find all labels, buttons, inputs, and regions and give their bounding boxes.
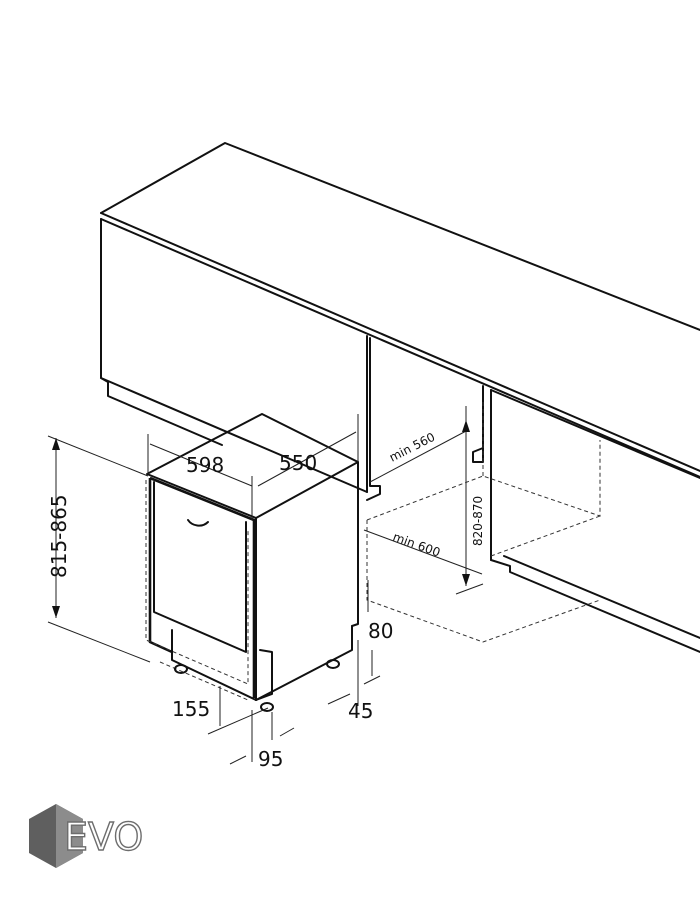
niche-height-range-label: 820-870 bbox=[471, 496, 485, 546]
dishwasher bbox=[145, 413, 359, 712]
foot-offset-label: 95 bbox=[258, 747, 283, 771]
width-label: 598 bbox=[186, 453, 224, 477]
dimension-lines bbox=[47, 406, 484, 765]
logo-text: EVO bbox=[64, 815, 143, 859]
plinth-height-label: 80 bbox=[368, 619, 393, 643]
height-range-label: 815-865 bbox=[47, 494, 71, 578]
foot-height-label: 155 bbox=[172, 697, 210, 721]
plinth-gap-label: 45 bbox=[348, 699, 373, 723]
depth-label: 550 bbox=[279, 451, 317, 475]
niche-depth-min-label: min 600 bbox=[391, 530, 442, 560]
evo-logo: EVO bbox=[29, 804, 144, 868]
kitchen-cabinets bbox=[100, 142, 700, 653]
